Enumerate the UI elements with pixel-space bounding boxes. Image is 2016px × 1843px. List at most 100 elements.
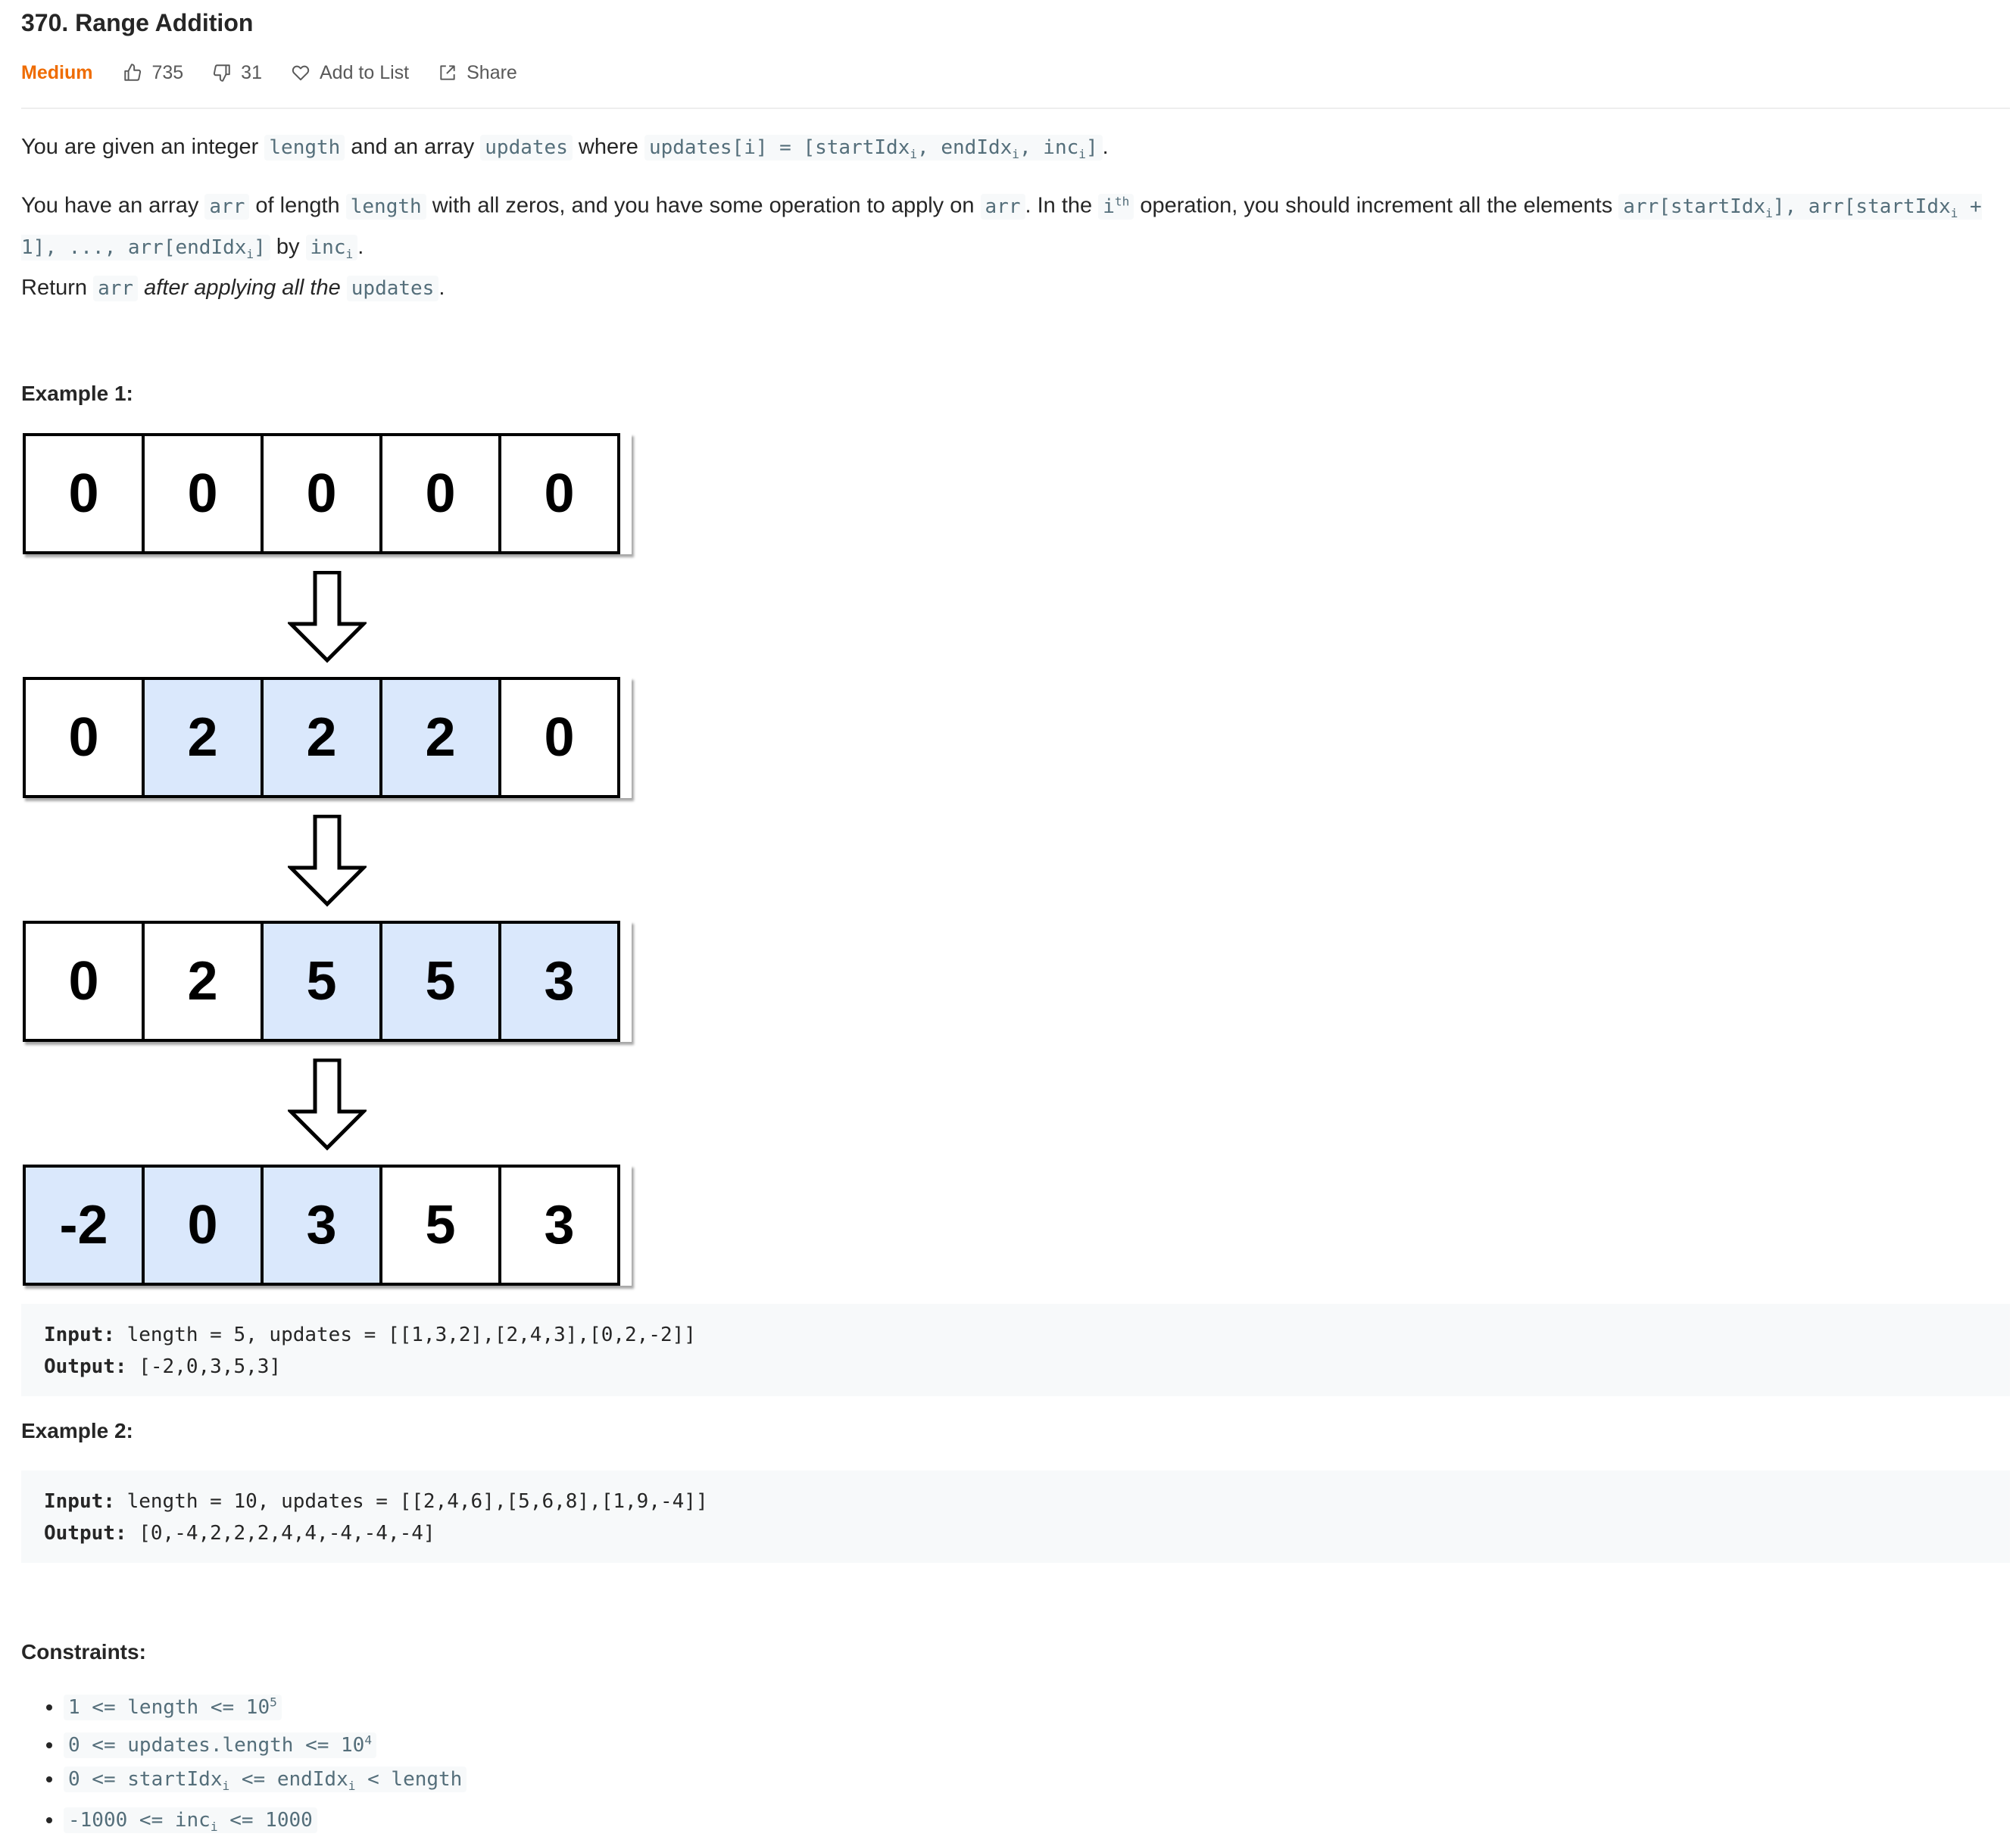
subscript: i — [246, 247, 254, 262]
text: and an array — [345, 135, 481, 159]
constraints-list: 1 <= length <= 105 0 <= updates.length <… — [21, 1686, 467, 1843]
array-cell: 2 — [142, 677, 264, 798]
output-line: Output: [-2,0,3,5,3] — [44, 1351, 1987, 1383]
down-arrow-icon — [288, 571, 367, 663]
subscript: i — [910, 147, 918, 162]
array-cell: 3 — [498, 1165, 620, 1286]
problem-title: 370. Range Addition — [21, 9, 254, 36]
problem-meta-bar: Medium 735 31 Add to List Share — [21, 58, 546, 88]
subscript: i — [1765, 205, 1773, 220]
text: operation, you should increment all the … — [1134, 193, 1619, 218]
code-part: + 1], ..., arr[endIdx — [21, 195, 1982, 259]
code-part: ] — [1085, 136, 1098, 159]
dislike-count: 31 — [241, 61, 262, 83]
input-line: Input: length = 10, updates = [[2,4,6],[… — [44, 1486, 1987, 1517]
code-part: inc — [310, 235, 346, 259]
description-paragraph-2: You have an array arr of length length w… — [21, 185, 2010, 271]
input-value: length = 10, updates = [[2,4,6],[5,6,8],… — [126, 1490, 708, 1513]
output-line: Output: [0,-4,2,2,2,4,4,-4,-4,-4] — [44, 1517, 1987, 1549]
thumbs-down-icon — [214, 64, 230, 82]
text: . In the — [1025, 193, 1099, 218]
subscript: i — [210, 1819, 218, 1834]
array-cell: 0 — [23, 677, 145, 798]
array-cell: 0 — [498, 433, 620, 554]
subscript: i — [348, 1779, 356, 1794]
constraint-item: 1 <= length <= 105 — [64, 1686, 467, 1724]
inline-code: updates — [346, 276, 439, 301]
output-value: [0,-4,2,2,2,4,4,-4,-4,-4] — [139, 1522, 435, 1545]
inline-code: updates — [480, 135, 573, 161]
input-label: Input: — [44, 1490, 115, 1513]
array-cell: 3 — [261, 1165, 382, 1286]
array-cell: 0 — [142, 1165, 264, 1286]
code-part: 0 <= startIdx — [68, 1768, 223, 1792]
subscript: i — [1078, 147, 1086, 162]
inline-code: arr — [93, 276, 139, 301]
code-part: -1000 <= inc — [68, 1808, 211, 1832]
array-cell: 2 — [379, 677, 501, 798]
example-1-code-block: Input: length = 5, updates = [[1,3,2],[2… — [21, 1304, 2010, 1396]
inline-code: 0 <= startIdxi <= endIdxi < length — [64, 1767, 467, 1794]
array-cell: -2 — [23, 1165, 145, 1286]
down-arrow-icon — [288, 1059, 367, 1151]
example-2-heading: Example 2: — [21, 1419, 133, 1442]
inline-code: ith — [1098, 193, 1134, 220]
code-part: , inc — [1019, 136, 1079, 159]
inline-code: -1000 <= inci <= 1000 — [64, 1807, 317, 1834]
array-cell: 3 — [498, 921, 620, 1042]
code-part: <= 1000 — [217, 1808, 313, 1832]
inline-code: length — [345, 193, 426, 220]
like-button[interactable]: 735 — [123, 62, 183, 84]
thumbs-up-icon — [124, 64, 142, 81]
code-part: i — [1103, 195, 1115, 218]
subscript: i — [1950, 205, 1958, 220]
array-cell: 0 — [379, 433, 501, 554]
inline-code: 0 <= updates.length <= 104 — [64, 1732, 377, 1759]
inline-code: 1 <= length <= 105 — [64, 1694, 282, 1720]
inline-code: length — [264, 135, 345, 161]
code-part: 1 <= length <= 10 — [68, 1695, 270, 1719]
array-cell: 5 — [379, 921, 501, 1042]
array-cell: 2 — [261, 677, 382, 798]
description-paragraph-3: Return arr after applying all the update… — [21, 271, 445, 305]
code-part: < length — [355, 1768, 463, 1792]
text: by — [270, 234, 306, 259]
code-part: updates[i] = [startIdx — [648, 136, 910, 159]
code-part: <= endIdx — [229, 1768, 348, 1792]
difficulty-badge: Medium — [21, 61, 93, 83]
inline-code: arr — [980, 193, 1025, 220]
text: You have an array — [21, 193, 205, 218]
subscript: i — [222, 1779, 230, 1794]
share-button[interactable]: Share — [438, 62, 517, 84]
emphasis-text: after applying all the — [144, 276, 341, 300]
description-paragraph-1: You are given an integer length and an a… — [21, 130, 1109, 171]
constraint-item: 0 <= startIdxi <= endIdxi < length — [64, 1762, 467, 1802]
output-label: Output: — [44, 1522, 127, 1545]
down-arrow-icon — [288, 815, 367, 907]
superscript: 4 — [364, 1732, 373, 1748]
code-part: 0 <= updates.length <= 10 — [68, 1734, 365, 1757]
text: . — [1102, 135, 1109, 159]
array-cell: 2 — [142, 921, 264, 1042]
add-to-list-button[interactable]: Add to List — [291, 62, 409, 84]
text: where — [572, 135, 644, 159]
array-cell: 0 — [23, 921, 145, 1042]
dislike-button[interactable]: 31 — [212, 62, 262, 84]
divider — [21, 108, 2010, 109]
text: . — [438, 276, 445, 300]
code-part: , endIdx — [917, 136, 1013, 159]
inline-code: inci — [305, 234, 358, 261]
text: . — [357, 234, 364, 259]
input-line: Input: length = 5, updates = [[1,3,2],[2… — [44, 1319, 1987, 1351]
like-count: 735 — [151, 61, 184, 83]
array-cell: 5 — [261, 921, 382, 1042]
inline-code: arr — [204, 193, 250, 220]
code-part: ] — [254, 235, 266, 259]
array-cell: 5 — [379, 1165, 501, 1286]
